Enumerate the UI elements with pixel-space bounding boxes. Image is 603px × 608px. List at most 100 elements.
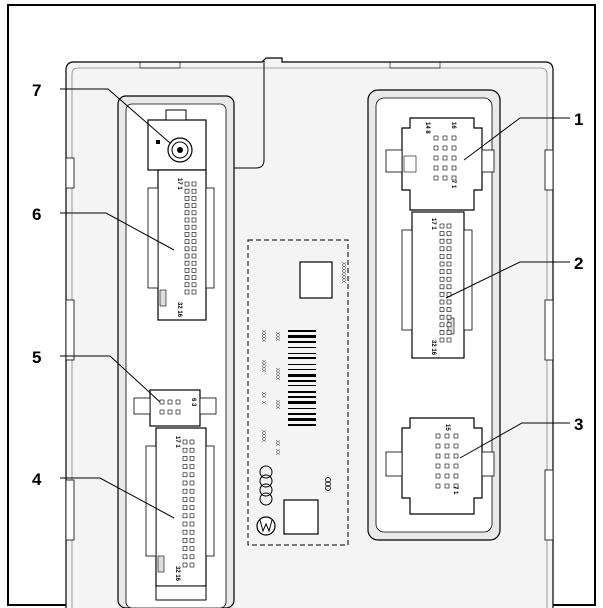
connector-1-top-label: 14 8	[424, 122, 430, 134]
connector-pin	[189, 456, 195, 461]
connector-pin	[439, 284, 445, 290]
connector-3-bottom-label: 7 1	[452, 486, 458, 495]
label-code-text: XX X	[260, 392, 266, 404]
connector-4-top-label: 17 1	[174, 436, 180, 448]
connector-pin	[191, 203, 197, 208]
connector-pin	[439, 322, 445, 328]
barcode-bar	[288, 330, 316, 332]
connector-6: 17 1 32 16	[147, 169, 215, 321]
connector-pin	[439, 269, 445, 274]
barcode-bar	[288, 385, 316, 386]
connector-pin	[184, 260, 190, 266]
leader-lines	[60, 88, 570, 519]
connector-pin	[435, 433, 441, 439]
connector-pin	[189, 529, 195, 535]
callout-7: 7	[32, 81, 41, 100]
connector-pin	[444, 453, 450, 459]
connector-pin	[182, 480, 188, 486]
connector-pin	[191, 196, 197, 201]
connector-pin	[182, 488, 188, 494]
connector-1-mid-label: 16	[450, 122, 456, 129]
connector-pin	[184, 253, 190, 259]
barcode	[288, 330, 316, 426]
connector-pin	[167, 409, 173, 415]
connector-pin	[451, 155, 457, 161]
barcode-bar	[288, 364, 316, 365]
connector-pin	[191, 246, 197, 252]
connector-pin	[451, 145, 457, 151]
connector-pin	[444, 463, 450, 469]
connector-pin	[184, 196, 190, 201]
connector-pin	[182, 472, 188, 478]
connector-pin	[446, 276, 452, 282]
connector-pin	[439, 238, 445, 244]
connector-pin	[189, 447, 195, 453]
callout-5: 5	[32, 348, 41, 367]
connector-pin	[189, 554, 195, 560]
connector-pin	[191, 210, 197, 216]
barcode-bar	[288, 353, 316, 354]
connector-pin	[189, 562, 195, 568]
connector-pin	[184, 203, 190, 208]
connector-4-bottom-label: 32 16	[174, 566, 180, 582]
connector-pin	[184, 246, 190, 252]
connector-pin	[184, 282, 190, 288]
connector-2: 17 1 32 16	[401, 211, 473, 359]
connector-pin	[451, 135, 457, 141]
connector-pin	[444, 443, 450, 449]
connector-pin	[189, 480, 195, 486]
connector-pin	[446, 330, 452, 335]
connector-pin	[446, 322, 452, 328]
connector-pin	[184, 232, 190, 237]
small-rings-icon	[325, 477, 331, 491]
connector-pin	[182, 513, 188, 519]
connector-pin	[184, 210, 190, 216]
connector-pin	[182, 456, 188, 461]
connector-pin	[159, 399, 165, 405]
connector-6-top-label: 17 1	[176, 178, 182, 190]
connector-pin	[189, 488, 195, 494]
connector-pin	[189, 464, 195, 469]
barcode-bar	[288, 357, 316, 359]
connector-pin	[451, 175, 457, 181]
connector-pin	[184, 181, 190, 187]
connector-pin	[167, 399, 173, 405]
connector-pin	[189, 472, 195, 478]
connector-pin	[435, 473, 441, 479]
connector-pin	[439, 314, 445, 320]
connector-pin	[191, 260, 197, 266]
connector-pin	[439, 223, 445, 229]
connector-pin	[453, 473, 459, 479]
connector-pin	[439, 330, 445, 335]
connector-pin	[191, 282, 197, 288]
connector-pin	[446, 231, 452, 236]
callout-2: 2	[574, 254, 583, 273]
connector-pin	[182, 538, 188, 543]
connector-pin	[453, 463, 459, 469]
connector-3-top-label: 15	[444, 424, 450, 431]
connector-pin	[433, 135, 439, 141]
connector-5: 6 3	[133, 389, 217, 427]
connector-pin	[435, 453, 441, 459]
barcode-bar	[288, 369, 316, 370]
connector-pin	[439, 246, 445, 252]
barcode-bar	[288, 424, 316, 426]
callout-4: 4	[32, 470, 42, 489]
connector-pin	[191, 268, 197, 273]
connector-pin	[446, 254, 452, 259]
connector-pin	[435, 483, 441, 489]
connector-pin	[189, 505, 195, 510]
connector-3-pins	[435, 433, 459, 489]
connector-pin	[439, 231, 445, 236]
connector-2-top-label: 17 1	[430, 218, 436, 230]
connector-pin	[453, 483, 459, 489]
barcode-bar	[288, 347, 316, 348]
connector-pin	[442, 165, 448, 171]
connector-pin	[191, 217, 197, 223]
connector-pin	[184, 188, 190, 194]
barcode-bar	[288, 391, 316, 393]
connector-pin	[442, 155, 448, 161]
connector-pin	[191, 289, 197, 295]
connector-pin	[435, 443, 441, 449]
